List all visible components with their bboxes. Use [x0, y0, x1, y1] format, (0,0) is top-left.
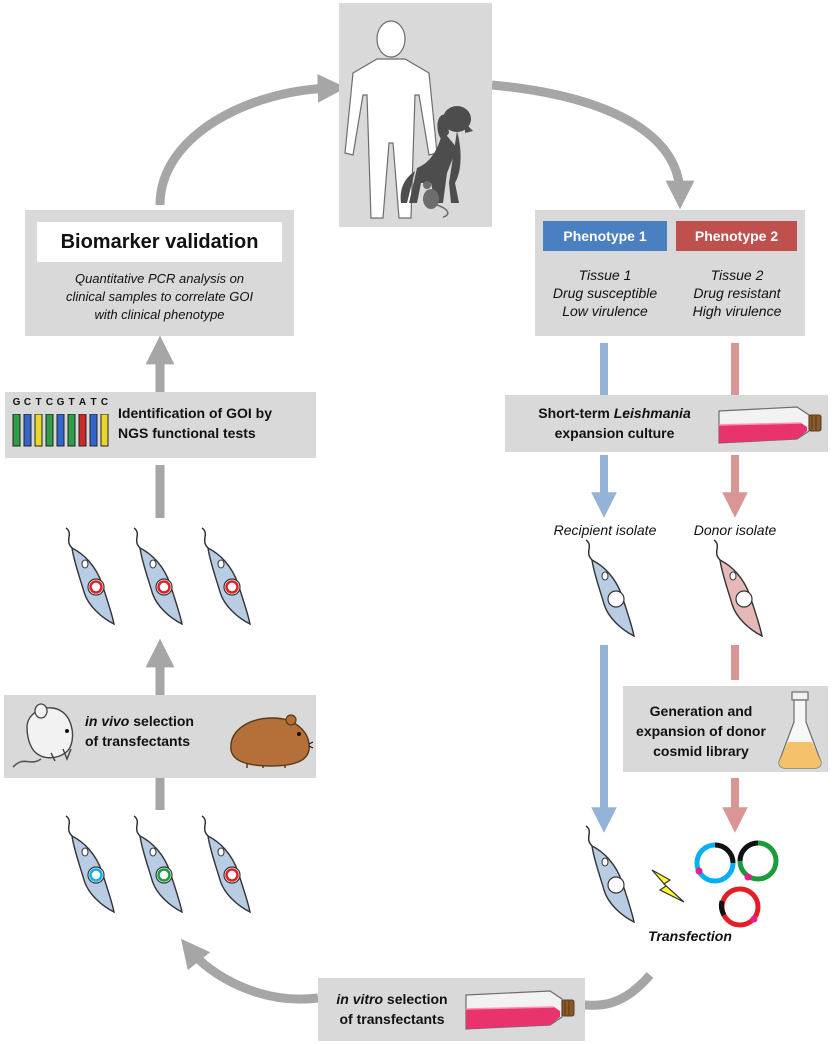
human-dog-mouse-icon	[344, 20, 473, 219]
phenotype-2-line-2: Drug resistant	[693, 285, 781, 301]
parasite-recipient	[585, 539, 635, 638]
parasite-transfectant-1	[65, 815, 115, 914]
ngs-letter: C	[23, 397, 32, 408]
ngs-bar	[56, 414, 65, 447]
phenotype-1-label: Phenotype 1	[543, 221, 667, 251]
ngs-bar	[89, 414, 98, 447]
library-line-3: cosmid library	[653, 743, 749, 759]
plasmids-icon	[694, 840, 779, 928]
ngs-letter: A	[78, 397, 87, 408]
phenotype-1-line-3: Low virulence	[562, 303, 648, 319]
ngs-sequence-bars-icon	[12, 414, 109, 447]
mouse-icon	[12, 703, 74, 768]
donor-label: Donor isolate	[693, 522, 777, 538]
biomarker-desc-3: with clinical phenotype	[94, 307, 225, 322]
ngs-bar	[100, 414, 109, 447]
biomarker-title: Biomarker validation	[60, 231, 259, 253]
biomarker-desc-2: clinical samples to correlate GOI	[65, 289, 254, 304]
phenotype-2-line-3: High virulence	[692, 303, 782, 319]
parasite-transfectant-3	[201, 815, 251, 914]
ngs-letter: G	[12, 397, 21, 408]
invitro-line-2: of transfectants	[339, 1011, 445, 1027]
ngs-letter: C	[100, 397, 109, 408]
cycle-arrow-top-left	[155, 73, 347, 206]
ngs-bar	[78, 414, 87, 447]
expansion-prefix: Short-term	[538, 405, 614, 421]
biomarker-desc-1: Quantitative PCR analysis on	[74, 271, 245, 286]
phenotype-1-line-1: Tissue 1	[578, 267, 632, 283]
ngs-label-2: NGS functional tests	[118, 425, 256, 441]
invivo-line-1: in vivo selection	[85, 712, 225, 730]
invivo-rest: selection	[129, 713, 194, 729]
biomarker-title-box	[37, 222, 282, 262]
invitro-italic: in vitro	[336, 991, 384, 1007]
parasite-selected-1	[65, 527, 115, 626]
parasite-selected-2	[133, 527, 183, 626]
transfection-label: Transfection	[648, 928, 732, 944]
culture-flask-icon	[718, 406, 822, 444]
library-line-1: Generation and	[649, 703, 753, 719]
invivo-line-2: of transfectants	[85, 733, 191, 749]
phenotype-2-line-1: Tissue 2	[710, 267, 764, 283]
parasite-donor	[713, 539, 763, 638]
culture-flask-icon-invitro	[465, 990, 575, 1030]
ngs-bar	[45, 414, 54, 447]
ngs-bar	[67, 414, 76, 447]
cycle-arrow-top-right	[491, 80, 695, 210]
ngs-bar	[23, 414, 32, 447]
invivo-italic: in vivo	[85, 713, 130, 729]
parasite-transfectant-2	[133, 815, 183, 914]
ngs-label-1: Identification of GOI by	[118, 405, 272, 421]
recipient-label: Recipient isolate	[553, 522, 657, 538]
invitro-line-1: in vitro selection	[322, 990, 462, 1008]
cycle-arrow-bottom-right	[584, 972, 654, 1010]
parasite-selected-3	[201, 527, 251, 626]
expansion-line-2: expansion culture	[554, 425, 675, 441]
phenotype-2-label: Phenotype 2	[676, 221, 797, 251]
expansion-line-1: Short-term Leishmania	[512, 404, 717, 422]
ngs-letter: C	[45, 397, 54, 408]
ngs-bar	[12, 414, 21, 447]
erlenmeyer-flask-icon	[778, 691, 822, 769]
hamster-icon	[230, 714, 314, 768]
invitro-rest: selection	[383, 991, 448, 1007]
ngs-letter: T	[68, 397, 75, 408]
ngs-letter: T	[90, 397, 97, 408]
phenotype-1-line-2: Drug susceptible	[552, 285, 658, 301]
library-line-2: expansion of donor	[636, 723, 766, 739]
ngs-bar	[34, 414, 43, 447]
lightning-bolt-icon	[651, 869, 685, 903]
expansion-italic: Leishmania	[613, 405, 691, 421]
parasite-recipient-transfection	[585, 825, 635, 924]
ngs-letter: G	[56, 397, 65, 408]
cycle-arrow-bottom-left	[180, 938, 319, 1004]
ngs-letter: T	[35, 397, 42, 408]
